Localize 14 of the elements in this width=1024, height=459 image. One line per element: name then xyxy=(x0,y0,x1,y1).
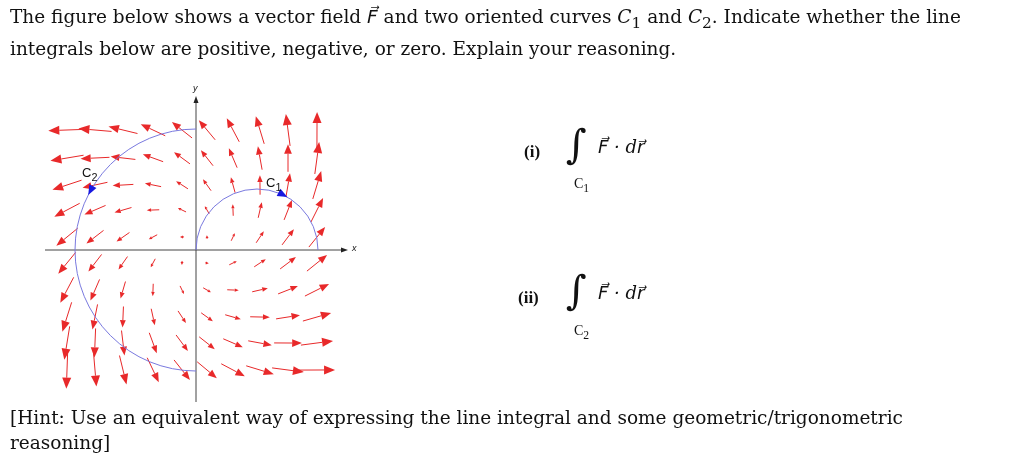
problem-statement: The figure below shows a vector field F⃗ and two oriented curves C$_{1}$ and C$_{2}$. Indicate whether the line integrals below are positive, negative, or zero. Explain your reasoning. xyxy=(10,4,962,61)
axis-label: y xyxy=(193,84,198,93)
part-number: (i) xyxy=(524,143,541,160)
integrand: F⃗ · dr⃗ xyxy=(598,138,645,156)
integral-sign: ∫ xyxy=(566,124,587,164)
curve-label: C$_{2}$ xyxy=(82,166,98,183)
integral-sign: ∫ xyxy=(566,270,587,310)
curve-label: C$_{1}$ xyxy=(266,176,282,193)
integral-subscript: C$_{2}$ xyxy=(574,324,590,342)
integrand: F⃗ · dr⃗ xyxy=(598,284,645,302)
part-number: (ii) xyxy=(518,289,539,306)
integral-subscript: C$_{1}$ xyxy=(574,177,590,195)
axis-label: x xyxy=(352,244,357,253)
hint-text: [Hint: Use an equivalent way of expressing the line integral and some geometric/trigonometric reasoning] xyxy=(10,406,904,455)
